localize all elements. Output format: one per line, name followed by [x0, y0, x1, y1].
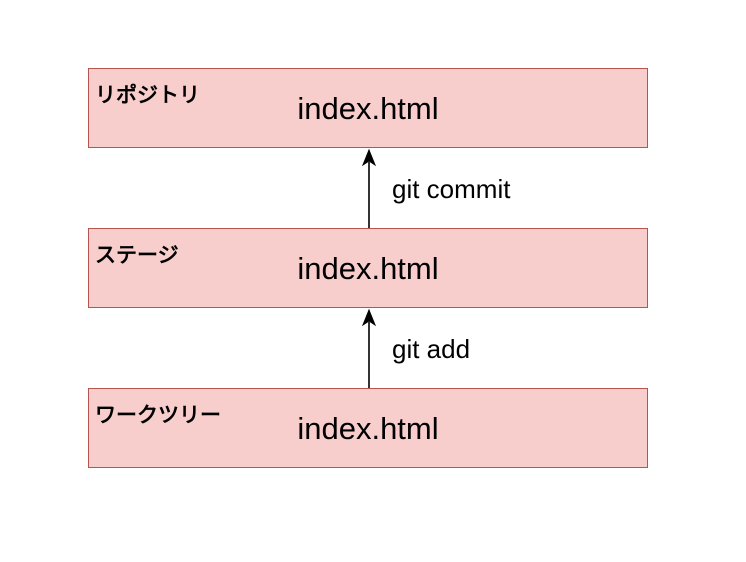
repository-label: リポジトリ: [95, 83, 200, 107]
repository-file: index.html: [297, 91, 439, 126]
git-add-label: git add: [392, 334, 471, 364]
worktree-label: ワークツリー: [95, 403, 221, 427]
add-arrow: [361, 308, 377, 388]
staging-label: ステージ: [95, 243, 179, 267]
repository-box: リポジトリ index.html: [88, 68, 648, 148]
worktree-box: ワークツリー index.html: [88, 388, 648, 468]
staging-file: index.html: [297, 251, 439, 286]
worktree-file: index.html: [297, 411, 439, 446]
git-commit-label: git commit: [392, 174, 511, 204]
commit-arrow: [361, 148, 377, 228]
staging-box: ステージ index.html: [88, 228, 648, 308]
